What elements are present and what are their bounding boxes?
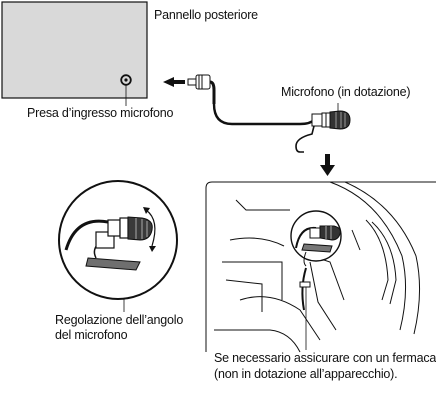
angle-adjust-label-line2: del microfono bbox=[55, 328, 128, 342]
rear-panel bbox=[1, 1, 148, 99]
mic-jack-icon bbox=[120, 74, 132, 86]
mic-cable bbox=[212, 103, 315, 126]
insert-arrow-icon bbox=[163, 77, 185, 87]
car-interior-illustration bbox=[205, 181, 436, 353]
mic-angle-detail bbox=[58, 180, 178, 300]
angle-adjust-label-line1: Regolazione dell’angolo bbox=[55, 313, 184, 327]
microphone-label: Microfono (in dotazione) bbox=[281, 85, 411, 99]
cable-tie-note-line1: Se necessario assicurare con un fermacav… bbox=[214, 351, 436, 365]
cable-tie-note-line2: (non in dotazione all’apparecchio). bbox=[214, 367, 398, 381]
mic-jack-label: Presa d’ingresso microfono bbox=[27, 106, 174, 120]
mic-plug-icon bbox=[187, 74, 216, 104]
down-arrow-icon bbox=[320, 154, 335, 176]
rear-panel-label: Pannello posteriore bbox=[154, 8, 258, 22]
microphone-icon bbox=[295, 110, 351, 153]
mounted-microphone-icon bbox=[290, 210, 342, 288]
